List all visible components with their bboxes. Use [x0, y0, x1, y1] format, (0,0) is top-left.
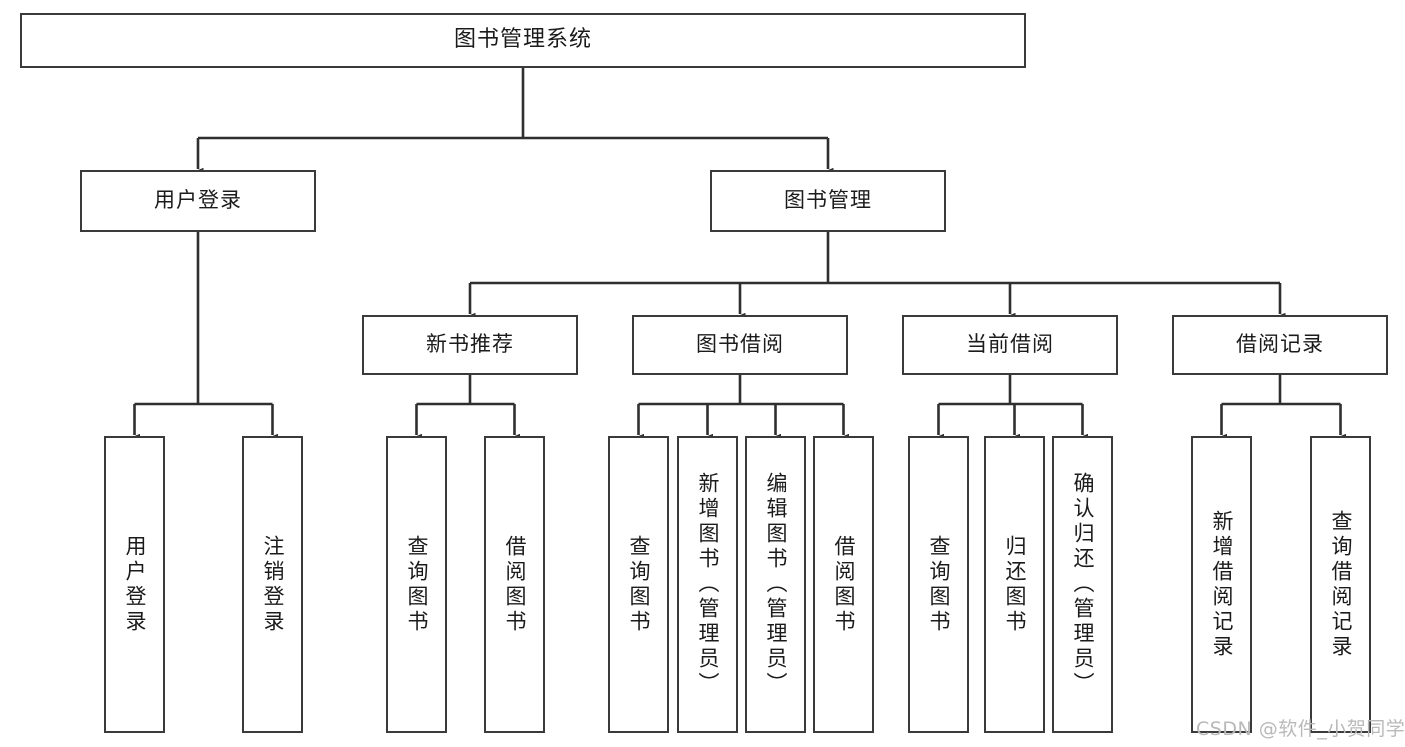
csdn-watermark: CSDN @软件_小贺同学: [1196, 718, 1405, 740]
leaf-query-book-recommend[interactable]: 查询图书: [386, 436, 447, 733]
node-root[interactable]: 图书管理系统: [20, 13, 1026, 68]
leaf-query-borrow-record[interactable]: 查询借阅记录: [1310, 436, 1371, 733]
node-user-login[interactable]: 用户登录: [80, 170, 316, 232]
leaf-query-book-current[interactable]: 查询图书: [908, 436, 969, 733]
node-new-book-recommend[interactable]: 新书推荐: [362, 315, 578, 375]
leaf-return-book[interactable]: 归还图书: [984, 436, 1045, 733]
leaf-confirm-return-admin[interactable]: 确认归还（管理员）: [1052, 436, 1113, 733]
leaf-borrow-book-recommend[interactable]: 借阅图书: [484, 436, 545, 733]
leaf-edit-book-admin[interactable]: 编辑图书（管理员）: [745, 436, 806, 733]
node-current-borrow[interactable]: 当前借阅: [902, 315, 1118, 375]
node-book-manage[interactable]: 图书管理: [710, 170, 946, 232]
leaf-add-book-admin[interactable]: 新增图书（管理员）: [677, 436, 738, 733]
leaf-add-borrow-record[interactable]: 新增借阅记录: [1191, 436, 1252, 733]
node-borrow-record[interactable]: 借阅记录: [1172, 315, 1388, 375]
node-book-borrow[interactable]: 图书借阅: [632, 315, 848, 375]
leaf-borrow-book-borrow[interactable]: 借阅图书: [813, 436, 874, 733]
leaf-user-login[interactable]: 用户登录: [104, 436, 165, 733]
leaf-logout-login[interactable]: 注销登录: [242, 436, 303, 733]
leaf-query-book-borrow[interactable]: 查询图书: [608, 436, 669, 733]
